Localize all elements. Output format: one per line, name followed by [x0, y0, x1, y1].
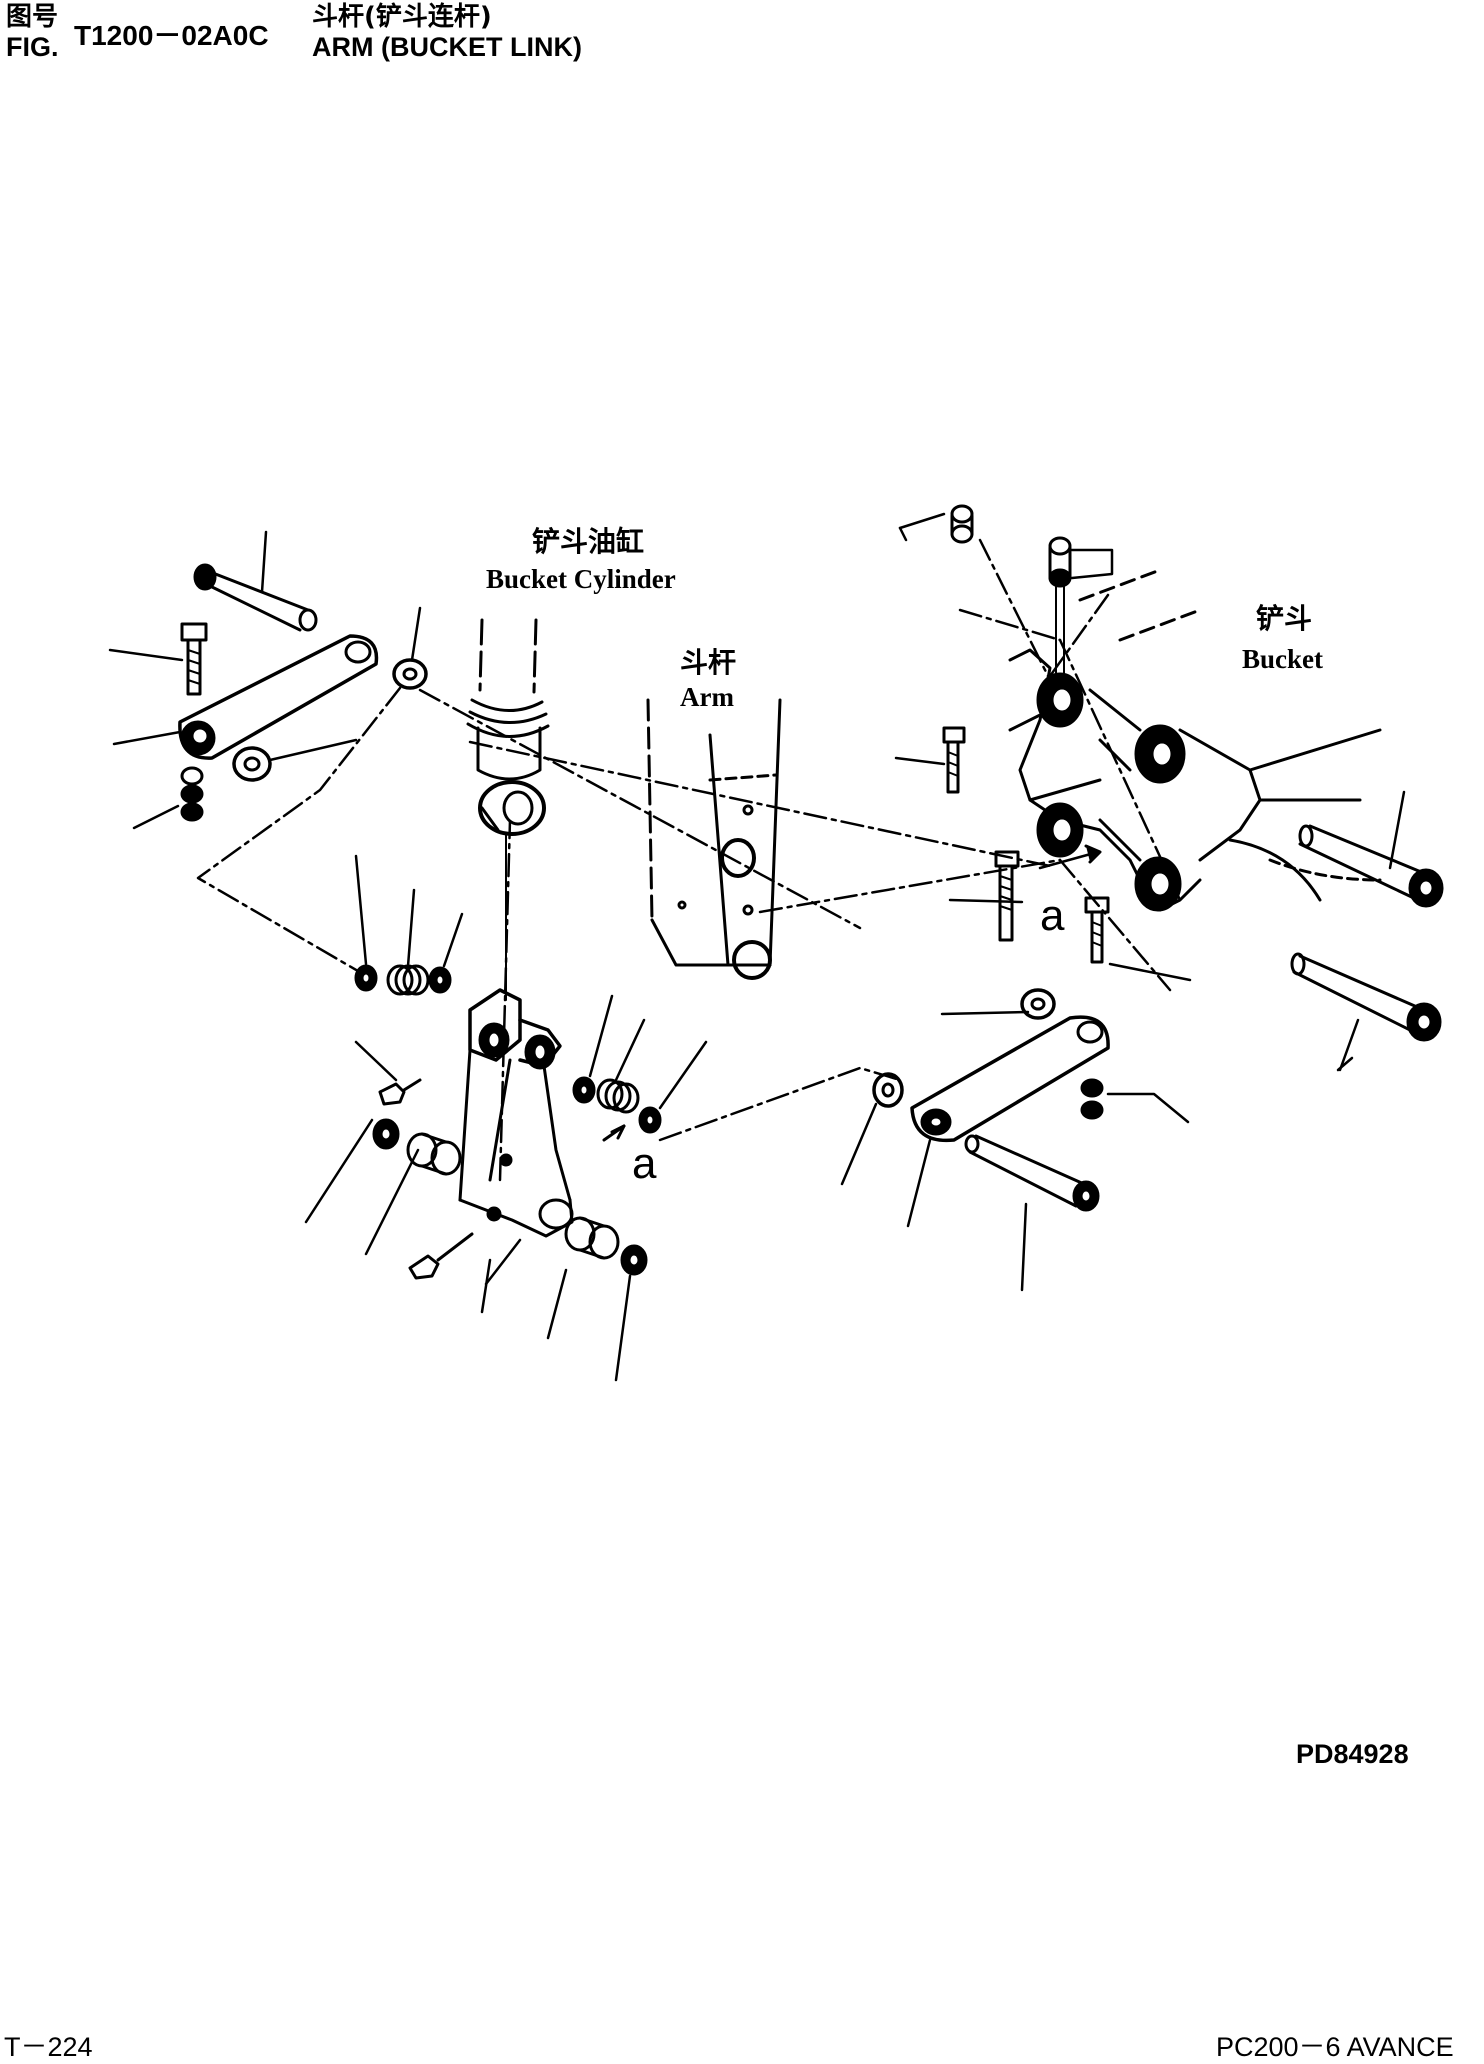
seal-lower-right: [620, 1244, 648, 1276]
guide-lines: [196, 538, 1182, 1182]
seal-left-1: [354, 964, 378, 992]
spring-left: [386, 964, 430, 996]
seal-lower-left: [372, 1118, 400, 1150]
grease-fitting-upper: [378, 1078, 422, 1106]
bolt-right-mid: [1084, 896, 1110, 964]
washer-left-1: [392, 658, 428, 690]
page-number: T－224: [4, 2032, 93, 2062]
figure-number: T1200－02A0C: [74, 20, 269, 51]
leader-lines: [108, 512, 1406, 1382]
nut-stack-top-1: [950, 504, 974, 544]
arm-label-chinese: 斗杆: [680, 646, 736, 679]
figure-label-chinese: 图号: [6, 2, 59, 32]
nut-stack-left: [180, 766, 204, 822]
bolt-right-mid2: [994, 850, 1020, 942]
bolt-top-right: [1055, 585, 1065, 681]
bucket-bracket: [1008, 568, 1382, 912]
washer-right-upper: [1020, 988, 1056, 1020]
arm-label: Arm: [680, 682, 734, 712]
reference-mark-a-lower: a: [632, 1139, 657, 1188]
bolt-top-left: [180, 622, 208, 696]
bushing-lower-left: [406, 1132, 462, 1176]
seal-right-1: [572, 1076, 596, 1104]
arm-body: [646, 698, 782, 980]
title-english: ARM (BUCKET LINK): [312, 32, 582, 62]
bucket-label: Bucket: [1242, 644, 1323, 674]
link-right: [910, 1015, 1110, 1143]
grease-fitting-lower: [408, 1232, 474, 1280]
spring-right: [596, 1078, 640, 1114]
bucket-cylinder-label: Bucket Cylinder: [486, 564, 676, 594]
pin-right-lower: [964, 1134, 1100, 1212]
drawing-code: PD84928: [1296, 1739, 1409, 1769]
reference-mark-a-upper: a: [1040, 891, 1065, 940]
figure-label: FIG.: [6, 32, 59, 62]
seal-right-2: [638, 1106, 662, 1134]
nut-stack-top-2: [1048, 536, 1072, 588]
bucket-label-chinese: 铲斗: [1256, 602, 1312, 635]
bushing-lower-right: [564, 1216, 620, 1260]
pin-top-left: [193, 563, 318, 632]
bucket-cylinder: [466, 618, 550, 1001]
title-chinese: 斗杆(铲斗连杆): [312, 2, 492, 32]
pin-right-upper: [1298, 824, 1444, 908]
arrow-to-bracket: [1038, 844, 1102, 870]
washer-right-center: [872, 1072, 904, 1108]
bolt-right-upper: [942, 726, 966, 794]
washer-left-2: [232, 746, 272, 782]
link-left: [178, 634, 379, 760]
fitting-arrow: [602, 1124, 626, 1142]
bucket-cylinder-label-chinese: 铲斗油缸: [532, 525, 644, 558]
bucket-link-h: [458, 988, 574, 1238]
pin-right-lower-big: [1290, 952, 1442, 1042]
nut-stack-right: [1080, 1078, 1104, 1120]
model-name: PC200－6 AVANCE: [1216, 2032, 1454, 2062]
seal-left-2: [428, 966, 452, 994]
